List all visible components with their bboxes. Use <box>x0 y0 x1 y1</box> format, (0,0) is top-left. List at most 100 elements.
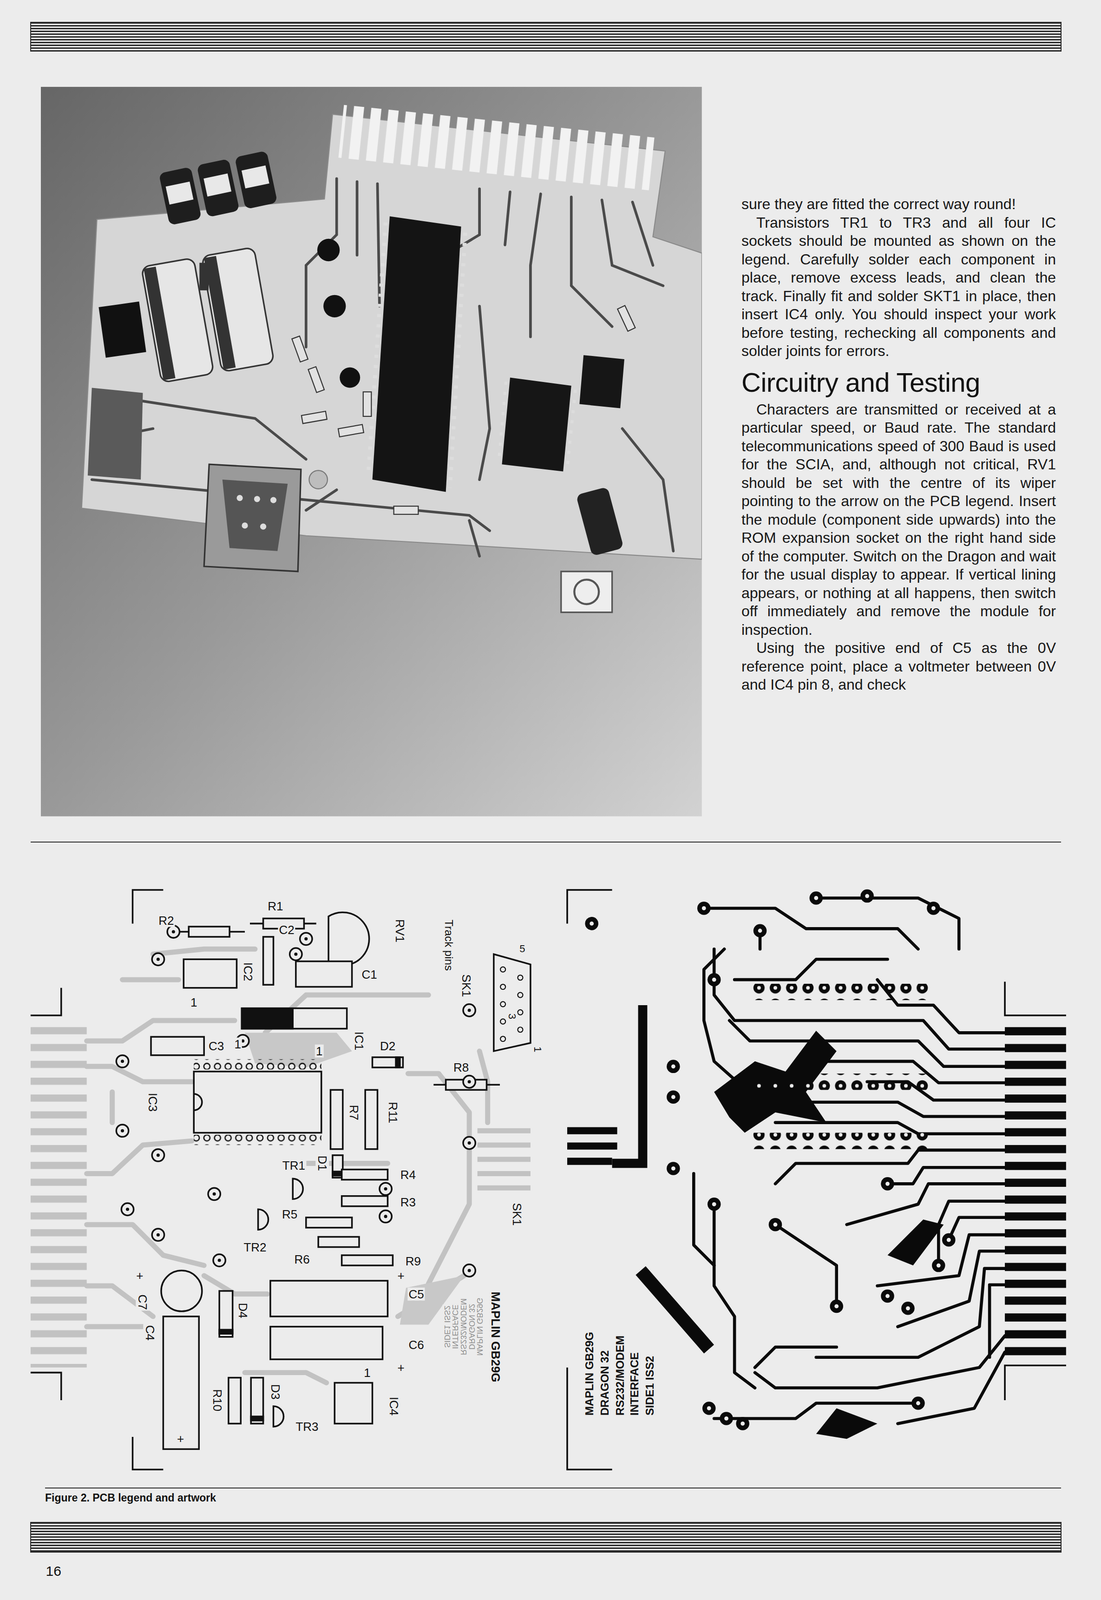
hatched-bar <box>30 1521 1062 1552</box>
component-outline <box>270 1280 388 1317</box>
pcb-legend <box>193 1058 322 1069</box>
board-photo <box>141 257 214 383</box>
pcb-legend <box>132 1436 164 1469</box>
pcb-artwork <box>567 1004 709 1349</box>
board-photo <box>363 391 372 417</box>
pcb-artwork <box>567 1126 618 1134</box>
board-photo <box>479 306 490 480</box>
board-photo <box>338 104 655 191</box>
part-label: TR3 <box>294 1419 320 1434</box>
board-legend-text: DRAGON 32 <box>598 1349 611 1416</box>
pcb-legend <box>193 1134 322 1145</box>
board-legend-text: SIDE1 ISS2 <box>442 1304 452 1349</box>
component-outline <box>193 1093 203 1110</box>
board-photo <box>393 505 419 515</box>
solder-pad <box>463 1075 476 1088</box>
board-photo <box>504 191 511 245</box>
board-photo <box>91 178 674 557</box>
solder-pad <box>463 1003 476 1016</box>
board-photo <box>339 367 361 388</box>
component-outline <box>241 1008 347 1029</box>
part-label: C4 <box>143 1323 158 1341</box>
solder-pad <box>463 1264 476 1277</box>
board-photo <box>579 354 625 408</box>
polarity-mark: + <box>135 1268 145 1283</box>
board-photo <box>222 479 289 551</box>
rule-line <box>30 841 1062 843</box>
body-paragraph: Using the positive end of C5 as the 0V r… <box>741 638 1056 695</box>
solder-pad <box>666 1161 681 1175</box>
board-photo <box>306 178 337 347</box>
part-label: R10 <box>210 1387 224 1412</box>
component-outline <box>341 1195 388 1206</box>
part-label: R8 <box>452 1060 470 1075</box>
board-photo <box>308 366 325 393</box>
component-outline <box>188 926 230 937</box>
pcb-legend <box>86 1285 154 1317</box>
solder-pad <box>379 1209 392 1222</box>
solder-pad <box>809 891 824 905</box>
solder-pad <box>768 1217 783 1232</box>
pcb-legend <box>477 1156 531 1162</box>
board-photo <box>574 579 599 604</box>
pcb-legend <box>500 983 506 990</box>
solder-pad <box>926 901 941 915</box>
part-label: SK1 <box>459 973 473 998</box>
pcb-legend <box>517 974 523 980</box>
board-photo <box>234 150 278 210</box>
pcb-artwork <box>567 1157 613 1165</box>
component-outline <box>493 953 531 1051</box>
solder-pad <box>666 1059 681 1074</box>
solder-pad <box>697 901 711 915</box>
pcb-legend <box>477 1185 531 1191</box>
pcb-artwork <box>1004 1023 1067 1361</box>
board-photo <box>323 294 346 318</box>
pcb-artwork <box>703 907 918 949</box>
board-legend-text: SIDE1 ISS2 <box>643 1354 656 1416</box>
component-outline <box>163 1316 199 1449</box>
component-outline <box>365 1089 378 1149</box>
pcb-legend <box>30 1372 62 1400</box>
board-photo <box>87 387 144 480</box>
pcb-legend <box>477 1130 531 1188</box>
pcb-artwork <box>897 1351 1005 1424</box>
pcb-legend <box>86 1224 205 1265</box>
pcb-legend <box>477 1141 531 1147</box>
solder-pad <box>151 1228 164 1241</box>
part-label: R7 <box>347 1103 361 1121</box>
component-outline <box>395 1056 400 1068</box>
part-label: R9 <box>404 1254 422 1268</box>
pcb-artwork <box>948 1217 1005 1240</box>
board-photo <box>622 428 674 551</box>
pcb-artwork <box>714 948 1005 1049</box>
pcb-legend <box>517 1009 523 1015</box>
pcb-artwork <box>877 1234 1006 1286</box>
part-label: TR2 <box>242 1239 268 1254</box>
solder-pad <box>208 1187 221 1200</box>
component-outline <box>150 1036 204 1056</box>
board-legend-text: MAPLIN GB29G <box>583 1330 596 1416</box>
board-photo <box>199 263 209 290</box>
pcb-legend <box>500 1035 506 1042</box>
pcb-artwork <box>612 1004 643 1163</box>
pcb-artwork <box>693 897 1005 1423</box>
board-photo <box>632 202 654 266</box>
part-label: R3 <box>399 1195 417 1209</box>
figure-caption: Figure 2. PCB legend and artwork <box>45 1491 217 1504</box>
pin-marker: 1 <box>362 1365 372 1379</box>
rule-line <box>30 841 1062 1488</box>
component-outline <box>219 1290 233 1337</box>
pcb-legend <box>30 1025 87 1368</box>
solder-pad <box>289 947 302 960</box>
component-outline <box>250 1415 263 1421</box>
solder-pad <box>880 1176 895 1191</box>
board-photo <box>98 301 146 358</box>
board-photo <box>498 381 506 461</box>
board-photo <box>617 305 636 332</box>
pcb-artwork <box>750 983 931 1000</box>
component-outline <box>270 1326 383 1359</box>
pcb-artwork <box>729 1020 1005 1067</box>
pcb-artwork <box>567 889 1067 1469</box>
